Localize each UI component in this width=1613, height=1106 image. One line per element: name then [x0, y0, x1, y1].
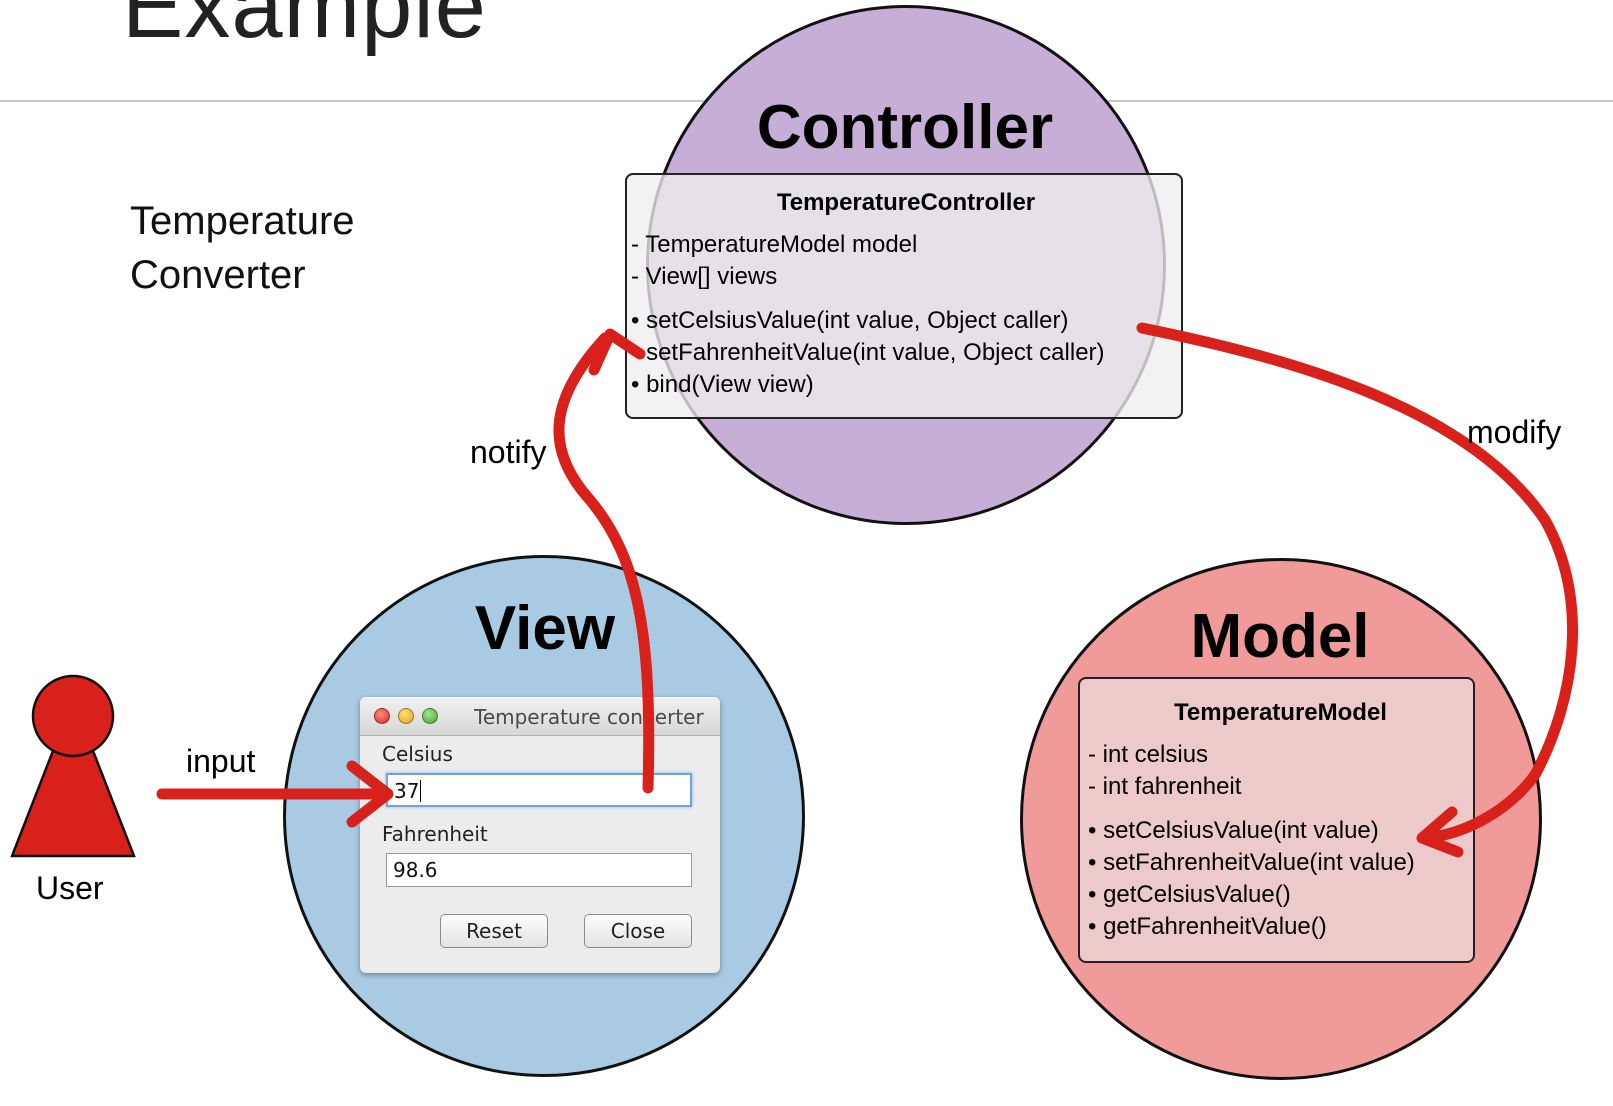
reset-button[interactable]: Reset — [440, 914, 548, 948]
fahrenheit-label: Fahrenheit — [382, 822, 488, 846]
window-titlebar[interactable]: Temperature converter — [360, 697, 720, 736]
user-label: User — [36, 870, 104, 906]
notify-arrowhead — [588, 328, 646, 376]
model-field: - int fahrenheit — [1088, 773, 1242, 800]
fahrenheit-input[interactable]: 98.6 — [386, 853, 692, 887]
slide-title: Example — [122, 0, 487, 57]
model-method: • getCelsiusValue() — [1088, 881, 1291, 908]
controller-method: • setCelsiusValue(int value, Object call… — [631, 307, 1069, 334]
celsius-value: 37 — [394, 779, 420, 803]
modify-label: modify — [1467, 414, 1562, 450]
controller-field: - View[] views — [631, 263, 778, 290]
window-minimize-icon[interactable] — [398, 708, 414, 724]
close-button[interactable]: Close — [584, 914, 692, 948]
controller-class-box: TemperatureController - TemperatureModel… — [625, 173, 1183, 419]
window-close-icon[interactable] — [374, 708, 390, 724]
model-field: - int celsius — [1088, 741, 1209, 768]
model-class-box: TemperatureModel - int celsius - int fah… — [1078, 677, 1475, 963]
subtitle-line-1: Temperature — [130, 199, 355, 243]
window-zoom-icon[interactable] — [422, 708, 438, 724]
notify-arrow — [553, 332, 655, 794]
controller-class-name: TemperatureController — [776, 189, 1036, 216]
controller-method: • setFahrenheitValue(int value, Object c… — [631, 339, 1105, 366]
subtitle-line-2: Converter — [130, 253, 306, 297]
model-class-name: TemperatureModel — [1174, 699, 1387, 726]
celsius-input[interactable]: 37 — [386, 773, 692, 807]
controller-heading: Controller — [756, 93, 1054, 162]
temperature-converter-window: Temperature converter Celsius 37 Fahrenh… — [360, 697, 720, 973]
input-label: input — [186, 743, 256, 779]
notify-label: notify — [470, 434, 547, 470]
diagram-subtitle: Temperature Converter — [130, 194, 355, 302]
controller-method: • bind(View view) — [631, 371, 814, 398]
model-method: • setFahrenheitValue(int value) — [1088, 849, 1415, 876]
model-method: • getFahrenheitValue() — [1088, 913, 1327, 940]
user-icon — [10, 674, 136, 858]
fahrenheit-value: 98.6 — [393, 858, 438, 882]
celsius-label: Celsius — [382, 742, 453, 766]
controller-field: - TemperatureModel model — [631, 231, 918, 258]
modify-arrow — [1136, 322, 1579, 844]
modify-arrowhead — [1416, 806, 1464, 858]
window-title: Temperature converter — [474, 705, 704, 729]
model-method: • setCelsiusValue(int value) — [1088, 817, 1379, 844]
view-heading: View — [474, 594, 616, 663]
input-arrowhead — [346, 760, 394, 828]
model-heading: Model — [1190, 602, 1370, 671]
